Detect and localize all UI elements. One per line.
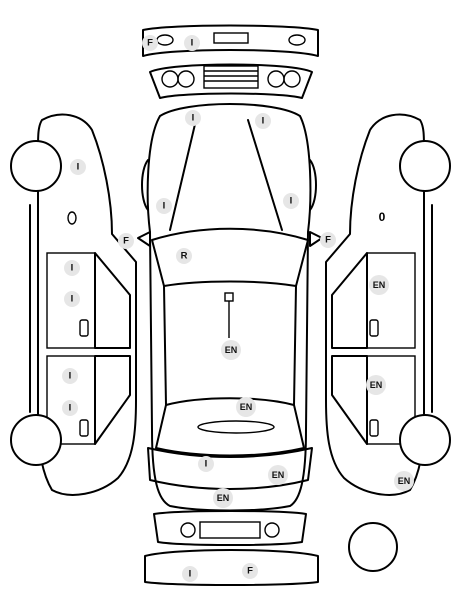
marker-tail-en[interactable]: EN — [213, 488, 233, 508]
marker-label: F — [325, 235, 331, 246]
marker-label: I — [71, 294, 74, 305]
marker-fender-right-i[interactable]: I — [283, 193, 299, 209]
left-rear-wheel — [10, 414, 62, 466]
marker-hood-left-i[interactable]: I — [185, 110, 201, 126]
spare-wheel — [348, 522, 398, 572]
marker-front-bumper-i[interactable]: I — [184, 35, 200, 51]
marker-roof-en[interactable]: EN — [221, 340, 241, 360]
marker-left-front-fender-i[interactable]: I — [70, 159, 86, 175]
marker-label: I — [77, 162, 80, 173]
marker-right-rear-bumper-en[interactable]: EN — [394, 471, 414, 491]
right-rear-wheel — [399, 414, 451, 466]
marker-fender-left-i[interactable]: I — [156, 198, 172, 214]
marker-label: I — [192, 113, 195, 124]
marker-right-front-door-en[interactable]: EN — [369, 275, 389, 295]
right-fuel-cap-label: 0 — [379, 210, 386, 224]
rear-bumper — [144, 549, 319, 586]
marker-label: EN — [272, 470, 285, 480]
right-front-wheel — [399, 140, 451, 192]
marker-rear-window-en[interactable]: EN — [236, 397, 256, 417]
marker-label: EN — [370, 380, 383, 390]
marker-label: F — [123, 236, 129, 247]
marker-label: I — [189, 569, 192, 580]
marker-label: I — [262, 116, 265, 127]
marker-left-front-door-bottom-i[interactable]: I — [64, 291, 80, 307]
marker-right-rear-door-en[interactable]: EN — [366, 375, 386, 395]
marker-trunk-right-en[interactable]: EN — [268, 465, 288, 485]
marker-mirror-right-f[interactable]: F — [320, 232, 336, 248]
marker-label: I — [205, 459, 208, 470]
marker-label: EN — [225, 345, 238, 355]
marker-label: F — [147, 38, 153, 49]
marker-hood-right-i[interactable]: I — [255, 113, 271, 129]
marker-rear-bumper-f[interactable]: F — [242, 563, 258, 579]
marker-mirror-left-f[interactable]: F — [118, 233, 134, 249]
marker-label: I — [290, 196, 293, 207]
marker-left-front-door-top-i[interactable]: I — [64, 260, 80, 276]
car-left-side — [29, 113, 137, 496]
marker-label: R — [181, 251, 188, 262]
front-grille — [149, 63, 313, 99]
marker-label: F — [247, 566, 253, 577]
marker-trunk-i[interactable]: I — [198, 456, 214, 472]
marker-label: EN — [217, 493, 230, 503]
marker-label: EN — [240, 402, 253, 412]
car-top-view — [137, 103, 323, 512]
marker-rear-bumper-i[interactable]: I — [182, 566, 198, 582]
marker-label: I — [69, 371, 72, 382]
marker-windshield-r[interactable]: R — [176, 248, 192, 264]
marker-left-rear-door-top-i[interactable]: I — [62, 368, 78, 384]
front-bumper — [142, 24, 319, 57]
rear-lights — [153, 510, 307, 546]
marker-label: I — [163, 201, 166, 212]
marker-label: I — [69, 403, 72, 414]
roof-antenna — [224, 292, 234, 338]
marker-label: I — [191, 38, 194, 49]
marker-label: EN — [398, 476, 411, 486]
marker-left-rear-door-bottom-i[interactable]: I — [62, 400, 78, 416]
left-front-wheel — [10, 140, 62, 192]
marker-label: I — [71, 263, 74, 274]
marker-front-bumper-f[interactable]: F — [142, 35, 158, 51]
marker-label: EN — [373, 280, 386, 290]
